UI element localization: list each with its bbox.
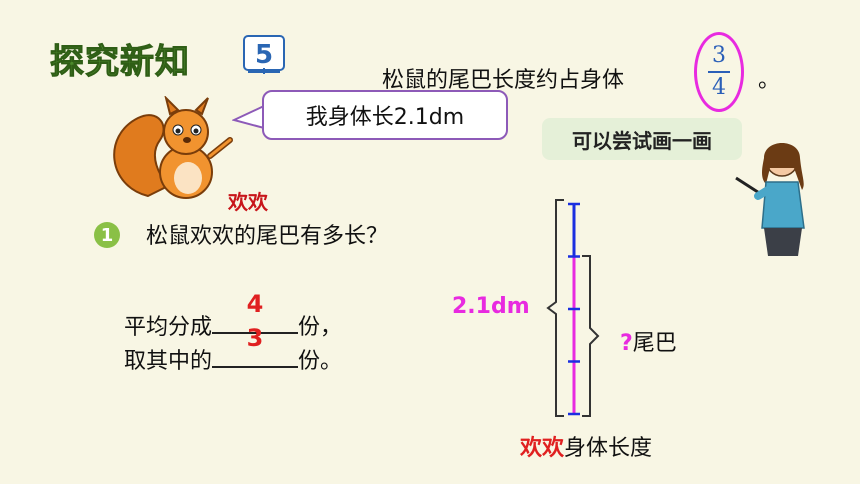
answer-line-1-suffix: 份，: [298, 315, 343, 340]
length-label: 2.1dm: [452, 294, 530, 319]
answer-line-1-prefix: 平均分成: [124, 315, 213, 340]
question-text: 松鼠欢欢的尾巴有多长？: [146, 224, 389, 249]
fraction-bar: [708, 71, 730, 73]
speech-bubble-tail: [232, 104, 266, 130]
fraction-highlight: 3 4: [694, 32, 744, 112]
answer-blank-parts: 4: [212, 290, 299, 334]
tail-label-text: 尾巴: [632, 331, 677, 356]
answer-line-2: 取其中的 3 份。: [124, 324, 343, 375]
teacher-illustration: [735, 143, 805, 256]
problem-period: 。: [758, 68, 781, 93]
total-length-brace: [546, 199, 564, 417]
answer-line-1: 平均分成 4 份，: [124, 290, 343, 341]
answer-line-2-suffix: 份。: [298, 349, 343, 374]
lesson-number: 5: [254, 40, 274, 70]
fraction-numerator: 3: [712, 43, 726, 68]
squirrel-illustration: [113, 96, 233, 199]
answer-taken-value: 3: [246, 324, 264, 352]
tail-brace: [582, 255, 600, 417]
body-name: 欢欢: [520, 436, 565, 461]
problem-intro: 松鼠的尾巴长度约占身体: [382, 68, 625, 93]
body-label-text: 身体长度: [564, 436, 653, 461]
tail-label: ?尾巴: [620, 325, 677, 357]
segment-diagram: [546, 199, 600, 417]
page-title: 探究新知: [50, 42, 190, 83]
answer-blank-taken: 3: [212, 324, 299, 368]
squirrel-name: 欢欢: [228, 190, 268, 214]
segment-lines: [568, 202, 580, 416]
tail-question-mark: ?: [620, 331, 633, 356]
speech-bubble: 我身体长2.1dm: [262, 90, 508, 140]
answer-parts-value: 4: [246, 290, 264, 318]
book-icon: [243, 35, 285, 74]
lesson-number-badge: 5: [242, 34, 286, 76]
hint-box: 可以尝试画一画: [542, 118, 742, 160]
fraction-denominator: 4: [712, 75, 726, 100]
question-number-badge: 1: [94, 222, 120, 248]
body-length-label: 欢欢身体长度: [520, 430, 652, 462]
answer-line-2-prefix: 取其中的: [124, 349, 213, 374]
